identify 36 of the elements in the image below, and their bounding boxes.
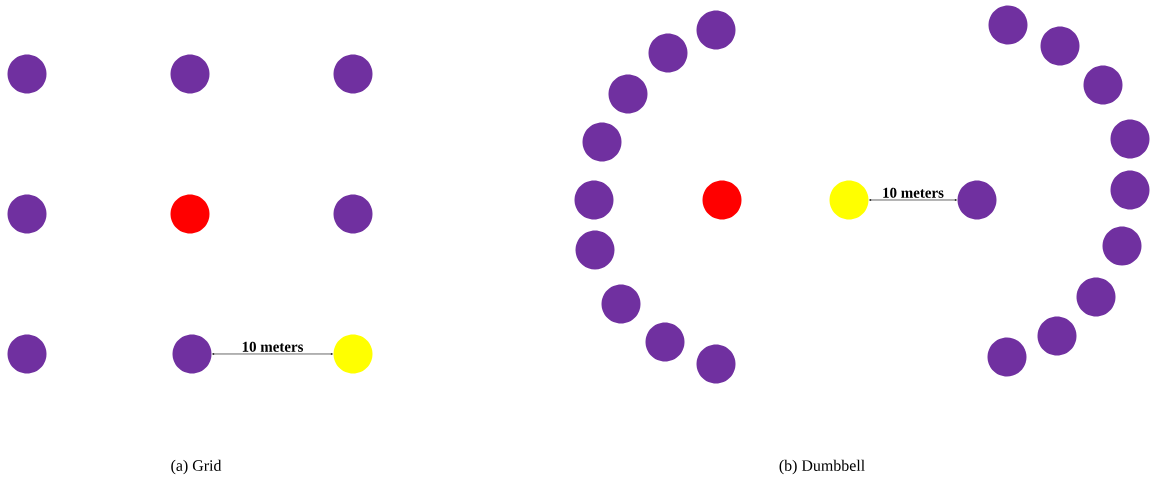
circle (1076, 277, 1116, 317)
edge-label: 10 meters (883, 187, 944, 198)
caption: (b) Dumbbell (779, 459, 865, 475)
circle (608, 74, 648, 114)
edge-label: 10 meters (242, 341, 304, 352)
circle (7, 334, 47, 374)
circle (172, 334, 212, 374)
circle (1110, 119, 1150, 159)
circle (1040, 26, 1080, 66)
circle (1037, 316, 1077, 356)
circle (333, 334, 373, 374)
circle (170, 54, 210, 94)
circle (170, 194, 210, 234)
circle (696, 344, 736, 384)
circle (645, 322, 685, 362)
caption: (a) Grid (171, 459, 222, 475)
circle (333, 54, 373, 94)
dimension-arrow (212, 353, 333, 355)
circle (702, 180, 742, 220)
circle (1083, 65, 1123, 105)
circle (1102, 226, 1142, 266)
circle (574, 180, 614, 220)
dimension-arrow (869, 199, 957, 201)
circle (957, 180, 997, 220)
circle (696, 10, 736, 50)
circle (648, 33, 688, 73)
circle (829, 180, 869, 220)
circle (601, 284, 641, 324)
circle (7, 54, 47, 94)
circle (987, 337, 1027, 377)
circle (1110, 170, 1150, 210)
circle (575, 230, 615, 270)
circle (582, 122, 622, 162)
circle (988, 5, 1028, 45)
circle (7, 194, 47, 234)
circle (333, 194, 373, 234)
